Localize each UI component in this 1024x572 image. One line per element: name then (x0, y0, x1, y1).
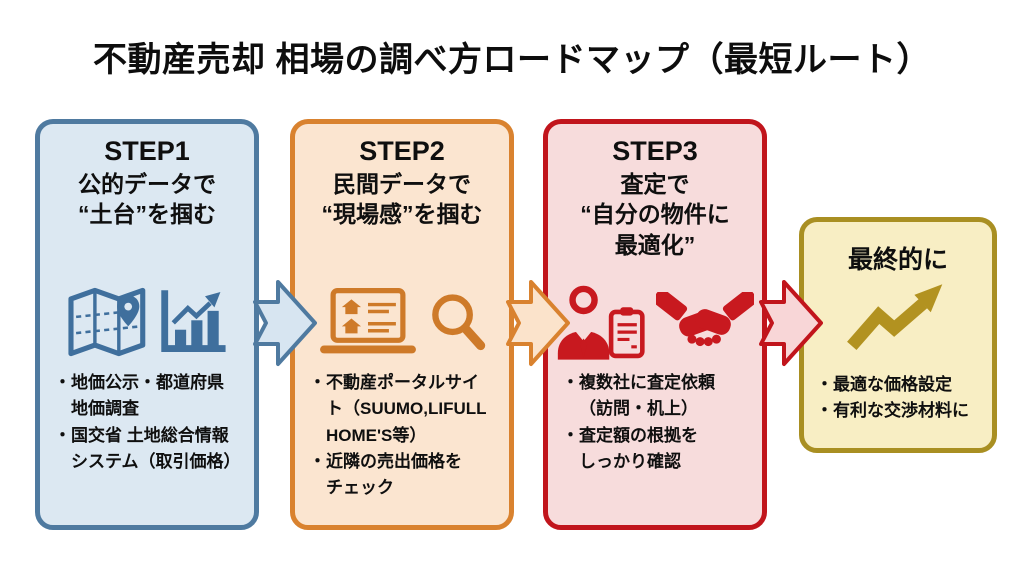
final-icons (804, 276, 992, 360)
step1-icons (40, 280, 254, 364)
bullet-item: ・ 近隣の売出価格を チェック (309, 452, 462, 498)
step2-subtitle: 民間データで “現場感”を掴む (321, 171, 483, 228)
bar-chart-icon (157, 286, 229, 358)
step1-subtitle: 公的データで “土台”を掴む (78, 171, 216, 228)
bullet-item: ・ 査定額の根拠を しっかり確認 (562, 425, 698, 472)
flow-arrow-step1-to-step2 (253, 276, 317, 370)
agent-clipboard-icon (556, 284, 646, 360)
bullet-item: ・ 有利な交渉材料に (816, 401, 969, 421)
step1-card: STEP1 公的データで “土台”を掴む (35, 119, 259, 530)
map-icon (65, 285, 147, 359)
step1-label: STEP1 (104, 136, 190, 166)
step2-card: STEP2 民間データで “現場感”を掴む ・ (290, 119, 514, 530)
step3-bullets: ・ 複数社に査定依頼 （訪問・机上） ・ 査定額の根拠を しっかり確認 (562, 370, 757, 475)
handshake-icon (656, 292, 754, 352)
step1-bullets: ・ 地価公示・都道府県 地価調査 ・ 国交省 土地総合情報 システム（取引価格） (54, 370, 249, 475)
bullet-item: ・ 不動産ポータルサイ ト（SUUMO,LIFULL HOME'S等） (309, 373, 487, 445)
step3-card: STEP3 査定で “自分の物件に 最適化” (543, 119, 767, 530)
bullet-item: ・ 最適な価格設定 (816, 375, 952, 394)
step3-label: STEP3 (612, 136, 698, 166)
laptop-listings-icon (317, 288, 419, 356)
page-title: 不動産売却 相場の調べ方ロードマップ（最短ルート） (93, 41, 931, 79)
step3-subtitle: 査定で “自分の物件に 最適化” (580, 171, 730, 258)
growth-arrow-icon (846, 282, 950, 354)
flow-arrow-step2-to-step3 (506, 276, 570, 370)
step2-bullets: ・ 不動産ポータルサイ ト（SUUMO,LIFULL HOME'S等） ・ 近隣… (309, 370, 504, 502)
bullet-item: ・ 複数社に査定依頼 （訪問・机上） (562, 373, 715, 419)
step3-icons (548, 280, 762, 364)
step2-icons (295, 280, 509, 364)
bullet-item: ・ 国交省 土地総合情報 システム（取引価格） (54, 425, 241, 472)
step2-label: STEP2 (359, 136, 445, 166)
final-card: 最終的に ・ 最適な価格設定 ・ 有利な交渉材料に (799, 217, 997, 453)
flow-arrow-step3-to-final (759, 276, 823, 370)
final-title: 最終的に (847, 246, 948, 274)
search-icon (429, 290, 487, 354)
bullet-item: ・ 地価公示・都道府県 地価調査 (54, 373, 224, 419)
final-bullets: ・ 最適な価格設定 ・ 有利な交渉材料に (816, 372, 988, 425)
